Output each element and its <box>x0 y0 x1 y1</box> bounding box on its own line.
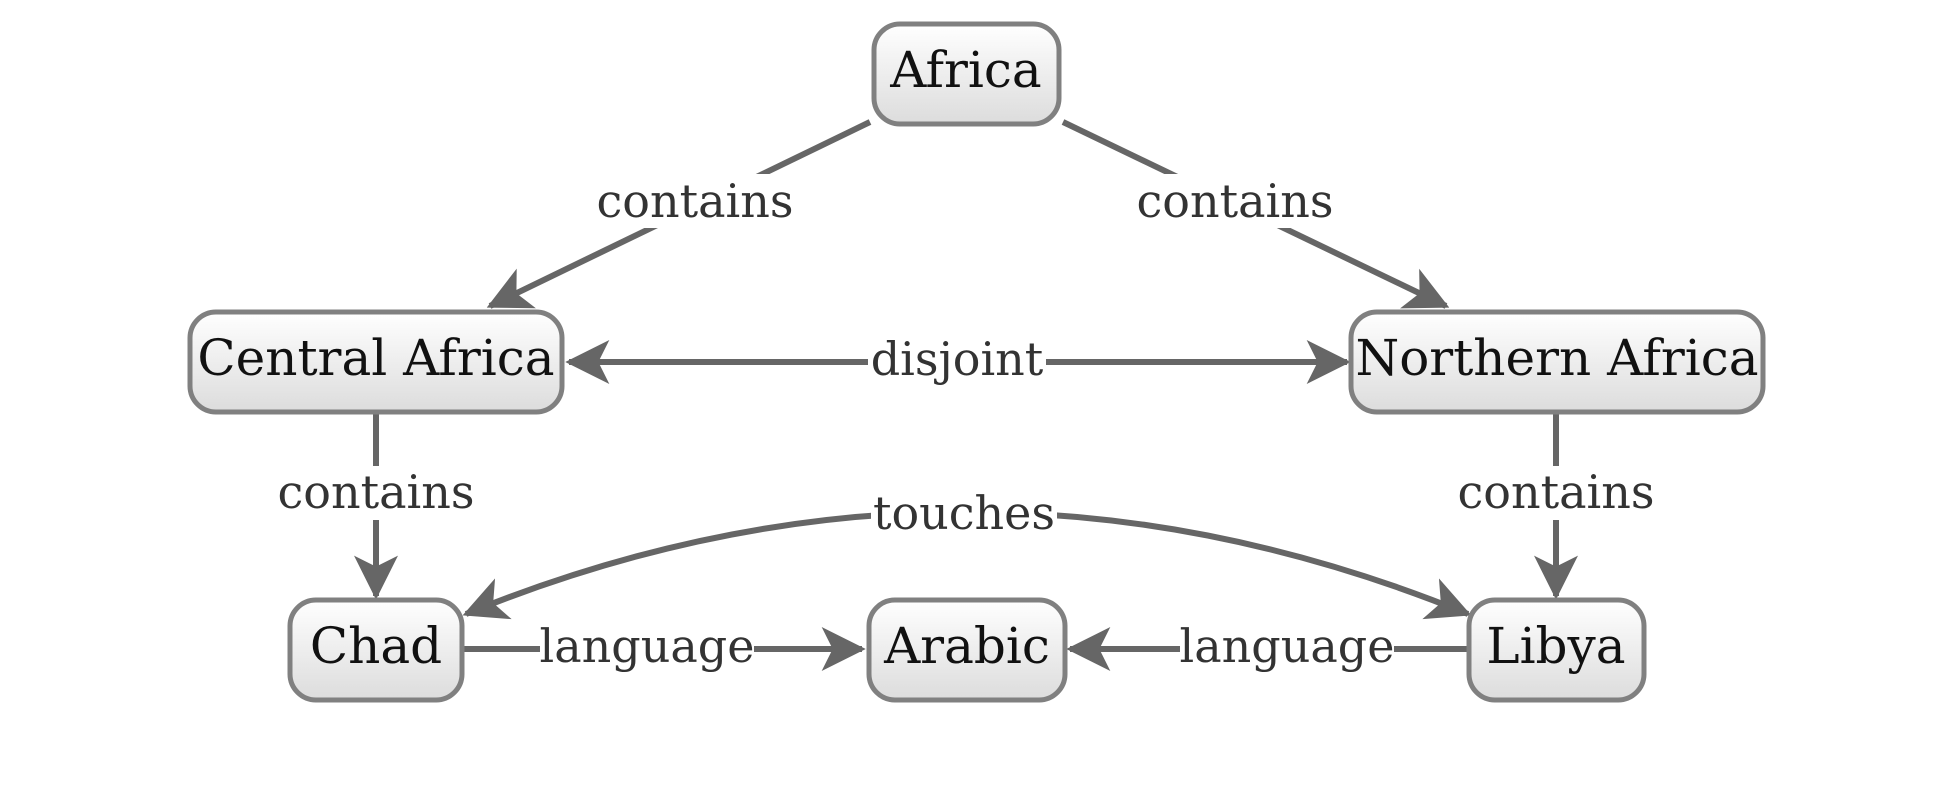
edge-label-bg <box>1135 174 1335 228</box>
edge-label-bg <box>868 334 1046 390</box>
edge-northern-africa-libya: contains <box>1456 414 1656 600</box>
node-box <box>287 597 465 703</box>
edge-chad-libya-touches: touches <box>462 486 1472 620</box>
edge-label-bg <box>1180 620 1394 678</box>
node-box <box>187 309 565 415</box>
node-central-africa[interactable]: Central Africa <box>187 309 565 415</box>
edge-africa-northern-africa: contains <box>1061 119 1450 309</box>
node-arabic[interactable]: Arabic <box>866 597 1068 703</box>
node-label: Libya <box>1486 617 1625 675</box>
node-libya[interactable]: Libya <box>1466 597 1647 703</box>
node-africa[interactable]: Africa <box>871 21 1062 127</box>
edge-label-bg <box>1456 466 1656 520</box>
node-box <box>866 597 1068 703</box>
edge-label-bg <box>595 174 795 228</box>
edge-label-bg <box>540 620 754 678</box>
node-chad[interactable]: Chad <box>287 597 465 703</box>
node-label: Northern Africa <box>1355 329 1758 387</box>
edge-label-bg <box>276 466 476 520</box>
node-northern-africa[interactable]: Northern Africa <box>1348 309 1766 415</box>
edge-label-disjoint: disjoint <box>871 332 1044 386</box>
node-box <box>871 21 1062 127</box>
edge-central-northern-disjoint: disjoint <box>565 332 1351 390</box>
node-box <box>1348 309 1766 415</box>
edge-label-bg <box>871 488 1057 542</box>
edge-label-contains: contains <box>597 174 794 228</box>
node-label: Africa <box>889 41 1041 99</box>
edge-libya-arabic-language: language <box>1066 619 1470 678</box>
node-label: Central Africa <box>197 329 554 387</box>
edge-label-contains: contains <box>278 465 475 519</box>
node-label: Arabic <box>883 617 1050 675</box>
edge-label-contains: contains <box>1458 465 1655 519</box>
edge-label-language: language <box>1180 619 1395 673</box>
edge-label-language: language <box>540 619 755 673</box>
edge-africa-central-africa: contains <box>486 119 872 309</box>
edge-chad-arabic-language: language <box>464 619 866 678</box>
edge-label-touches: touches <box>873 486 1055 540</box>
edge-label-contains: contains <box>1137 174 1334 228</box>
node-label: Chad <box>310 617 442 675</box>
node-box <box>1466 597 1647 703</box>
edge-central-africa-chad: contains <box>276 414 476 600</box>
